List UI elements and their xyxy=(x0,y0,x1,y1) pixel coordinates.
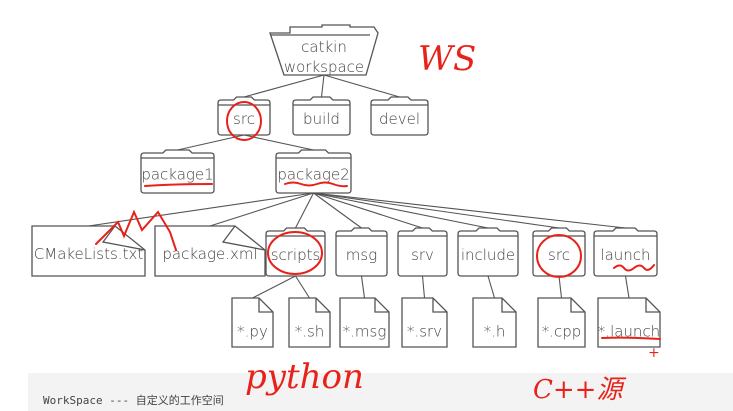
svg-text:package1: package1 xyxy=(141,166,213,184)
folder-msg: msg xyxy=(335,227,388,277)
svg-text:package2: package2 xyxy=(277,166,349,184)
node-outline xyxy=(335,227,388,277)
svg-text:*.msg: *.msg xyxy=(343,323,387,341)
svg-text:*.h: *.h xyxy=(484,323,506,341)
svg-text:src: src xyxy=(233,110,255,128)
folder-include: include xyxy=(457,227,519,277)
svg-text:srv: srv xyxy=(411,246,434,264)
tree-edge xyxy=(624,275,630,299)
node-outline xyxy=(597,297,661,348)
tree-edge xyxy=(243,74,325,98)
node-outline xyxy=(370,96,429,136)
svg-text:scripts: scripts xyxy=(271,246,321,264)
handwritten-annotations: WS + python C++源 xyxy=(95,39,661,405)
file-py: *.py xyxy=(231,297,274,348)
caption-text: WorkSpace --- 自定义的工作空间 xyxy=(43,394,224,407)
scribble-package-files xyxy=(95,209,177,251)
folder-devel: devel xyxy=(370,96,429,136)
annotation-plus: + xyxy=(648,345,660,361)
tree-edge xyxy=(323,74,400,98)
node-outline xyxy=(457,227,519,277)
node-outline xyxy=(339,297,390,348)
tree-edge xyxy=(421,275,426,299)
svg-text:*.cpp: *.cpp xyxy=(542,323,582,341)
svg-text:*.launch: *.launch xyxy=(598,323,660,341)
circle-scripts xyxy=(267,231,323,275)
tree-edge xyxy=(252,275,296,299)
annotation-python: python xyxy=(245,357,364,397)
folder-src: src xyxy=(217,96,271,136)
tree-edge xyxy=(295,192,314,229)
tree-edge xyxy=(313,192,489,229)
circle-src xyxy=(226,101,262,141)
tree-edges xyxy=(88,74,630,299)
node-outline xyxy=(231,297,274,348)
folder-scripts: scripts xyxy=(265,227,326,277)
node-outline xyxy=(537,297,586,348)
underline-package2 xyxy=(284,181,348,188)
svg-text:*.srv: *.srv xyxy=(407,323,442,341)
node-outline xyxy=(269,24,379,76)
file-package-xml: package.xml xyxy=(154,225,266,277)
svg-text:*.sh: *.sh xyxy=(295,323,325,341)
folder-catkin-workspace: catkin workspace xyxy=(269,24,379,76)
svg-text:devel: devel xyxy=(379,110,420,128)
file-msg: *.msg xyxy=(339,297,390,348)
tree-edge xyxy=(313,192,362,229)
tree-edge xyxy=(295,275,310,299)
svg-text:package.xml: package.xml xyxy=(162,245,257,263)
tree-edge xyxy=(487,275,496,299)
svg-text:workspace: workspace xyxy=(284,58,364,76)
node-outline xyxy=(593,227,658,277)
file-sh: *.sh xyxy=(288,297,331,348)
tree-edge xyxy=(313,192,626,229)
folder-srv: srv xyxy=(397,227,448,277)
tree-edge xyxy=(360,275,366,299)
caption-bar: WorkSpace --- 自定义的工作空间 xyxy=(28,373,733,411)
file-h: *.h xyxy=(472,297,517,348)
node-outline xyxy=(217,96,271,136)
node-outline xyxy=(472,297,517,348)
svg-text:build: build xyxy=(303,110,340,128)
annotation-ws: WS xyxy=(418,39,476,79)
underline-package1 xyxy=(144,183,213,187)
file-cpp: *.cpp xyxy=(537,297,586,348)
tree-edge xyxy=(320,74,325,98)
circle-src-cpp xyxy=(536,234,582,278)
svg-text:*.py: *.py xyxy=(237,323,268,341)
node-outline xyxy=(31,225,146,277)
folder-build: build xyxy=(292,96,351,136)
tree-edge xyxy=(313,192,560,229)
tree-edge xyxy=(313,192,423,229)
tree-edge xyxy=(243,134,314,151)
node-outline xyxy=(292,96,351,136)
file-launch: *.launch xyxy=(597,297,661,348)
tree-edge xyxy=(558,275,563,299)
svg-text:CMakeLists.txt: CMakeLists.txt xyxy=(34,245,144,263)
node-outline xyxy=(140,149,215,194)
node-outline xyxy=(265,227,326,277)
node-outline xyxy=(401,297,448,348)
annotation-cpp: C++源 xyxy=(533,375,626,405)
folder-launch: launch xyxy=(593,227,658,277)
svg-text:src: src xyxy=(548,246,570,264)
underline-launch-file xyxy=(601,336,661,340)
node-outline xyxy=(154,225,266,277)
svg-text:msg: msg xyxy=(346,246,377,264)
underline-launch xyxy=(613,264,655,272)
svg-text:include: include xyxy=(461,246,515,264)
file-cmakelists: CMakeLists.txt xyxy=(31,225,146,277)
folder-package1: package1 xyxy=(140,149,215,194)
tree-edge xyxy=(88,192,314,227)
node-outline xyxy=(288,297,331,348)
tree-edge xyxy=(177,134,245,151)
tree-edge xyxy=(209,192,314,227)
svg-text:launch: launch xyxy=(600,246,650,264)
file-srv: *.srv xyxy=(401,297,448,348)
node-outline xyxy=(397,227,448,277)
svg-text:catkin: catkin xyxy=(301,38,347,56)
